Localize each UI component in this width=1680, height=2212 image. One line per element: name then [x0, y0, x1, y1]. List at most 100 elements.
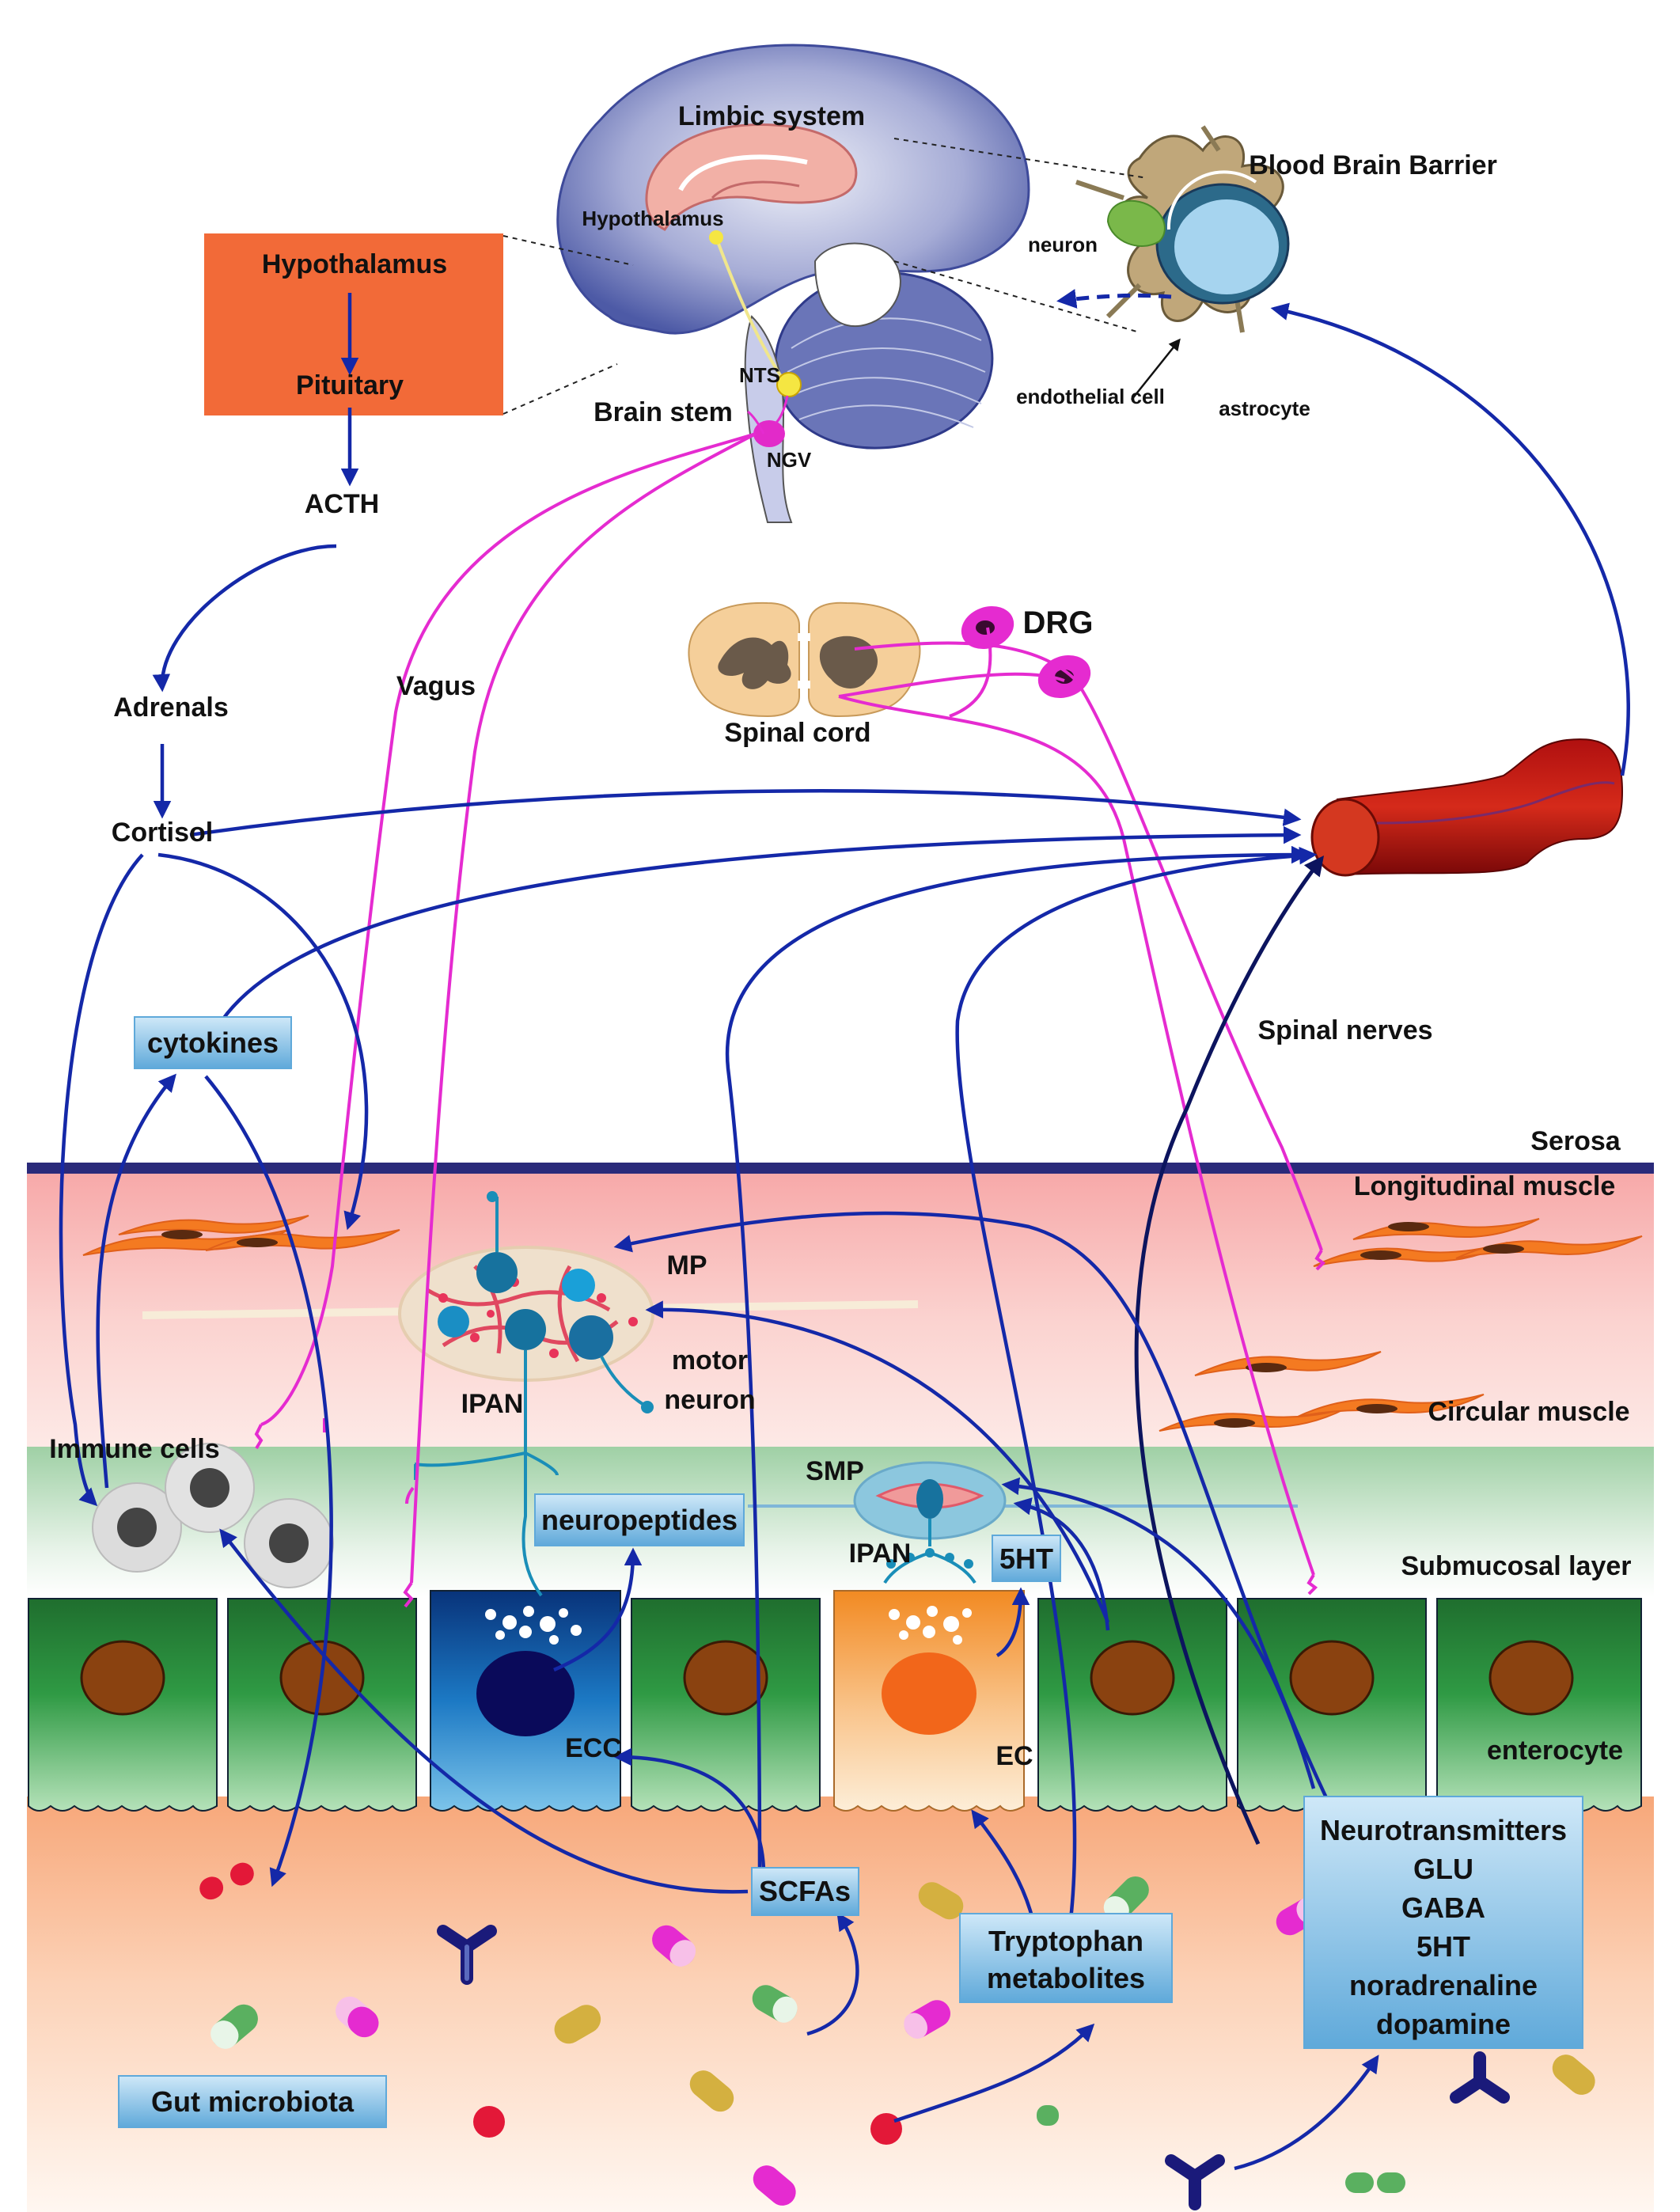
- arrow-tryptophan-smp: [1013, 1497, 1110, 1631]
- neurotransmitters-title: Neurotransmitters: [1320, 1814, 1567, 1846]
- arrow-neurotransmitters-smp: [1001, 1477, 1316, 1789]
- hpa-box: [204, 233, 503, 415]
- bbb-label: Blood Brain Barrier: [1249, 150, 1497, 180]
- hypothalamus-node: [709, 230, 723, 245]
- thalamus-white: [813, 242, 901, 328]
- arrow-cortisol-muscle: [157, 852, 369, 1231]
- neurotransmitters-box: Neurotransmitters GLU GABA 5HT noradrena…: [1303, 1796, 1583, 2049]
- bbb-dashed-arrow: [1056, 289, 1172, 309]
- neurotransmitter-dopamine: dopamine: [1376, 2008, 1511, 2040]
- arrow-cortisol-vessel: [189, 789, 1302, 837]
- muscle-cells: [82, 1215, 1643, 1432]
- neuropeptides-label: neuropeptides: [541, 1504, 738, 1536]
- spinal-nerves: [838, 627, 1326, 1595]
- arrow-scfas-ecc: [613, 1747, 766, 1884]
- vessel-opening: [1310, 798, 1380, 877]
- drg-ganglia: [961, 605, 1091, 699]
- ecc-granules: [485, 1606, 582, 1645]
- gut-microbiota-label: Gut microbiota: [151, 2085, 355, 2118]
- scfas-box: SCFAs: [751, 1867, 859, 1916]
- ecc-nucleus: [476, 1651, 575, 1736]
- astrocyte-process: [1075, 125, 1245, 333]
- motor-label: motor: [672, 1345, 748, 1375]
- neurotransmitter-5ht: 5HT: [1416, 1930, 1470, 1963]
- adrenals-label: Adrenals: [113, 692, 229, 723]
- arrow-cortisol-immune: [59, 853, 144, 1507]
- arrow-scfas-vessel: [725, 845, 1310, 1884]
- ec-nucleus: [882, 1652, 977, 1735]
- ipan-dendrites: [414, 1451, 559, 1597]
- submucosal-layer-label: Submucosal layer: [1401, 1551, 1631, 1581]
- five-ht-label: 5HT: [999, 1542, 1053, 1575]
- submucosal-plexus: [853, 1461, 1007, 1584]
- scfas-label: SCFAs: [759, 1875, 851, 1907]
- nts-node: [776, 372, 802, 397]
- motor-neuron-label: neuron: [664, 1385, 755, 1415]
- arrow-acth-adrenals: [152, 544, 337, 692]
- hypothalamus-brain-label: Hypothalamus: [582, 207, 723, 230]
- immune-cells-label: Immune cells: [49, 1434, 219, 1464]
- muscle-nuclei: [161, 1222, 1524, 1428]
- vagus-label: Vagus: [396, 671, 476, 701]
- bbb-connectors: [893, 138, 1148, 333]
- neurotransmitter-glu: GLU: [1413, 1853, 1473, 1885]
- neurotransmitter-noradrenaline: noradrenaline: [1349, 1969, 1538, 2001]
- ipan-mp-label: IPAN: [461, 1389, 524, 1419]
- epithelium: [28, 1590, 1642, 1812]
- arrow-neurotransmitters-vessel: [1134, 856, 1325, 1846]
- hypothalamus-nts-tract: [715, 237, 785, 381]
- ec-label: EC: [995, 1741, 1033, 1771]
- y-shaped-bacteria: [437, 1925, 1510, 2210]
- gut-bacteria: [199, 1862, 1595, 2206]
- mp-neuron-1: [476, 1252, 518, 1293]
- arrow-immune-cytokines: [96, 1073, 176, 1489]
- cytokines-label: cytokines: [147, 1026, 279, 1059]
- hypothalamus-label: Hypothalamus: [262, 249, 447, 279]
- neurotransmitter-gaba: GABA: [1401, 1891, 1485, 1924]
- arrow-tryptophan-mp: [645, 1300, 1110, 1623]
- ecc-label: ECC: [565, 1733, 622, 1763]
- arrow-tryptophan-vessel: [955, 846, 1318, 1940]
- arrow-bacteria-scfas: [806, 1912, 859, 2036]
- astrocyte-label: astrocyte: [1219, 396, 1310, 420]
- smp-label: SMP: [806, 1456, 864, 1486]
- five-ht-box: 5HT: [992, 1535, 1061, 1582]
- tryptophan-box: Tryptophan metabolites: [959, 1913, 1173, 2003]
- pituitary-label: Pituitary: [296, 370, 404, 400]
- brain-stem-label: Brain stem: [593, 397, 733, 427]
- hpa-connector-bottom: [502, 363, 618, 415]
- brain: [556, 44, 1030, 523]
- neuron-label: neuron: [1028, 233, 1098, 256]
- limbic-system-label: Limbic system: [678, 101, 865, 131]
- enterocyte-label: enterocyte: [1487, 1736, 1623, 1766]
- gut-microbiota-box: Gut microbiota: [118, 2075, 387, 2128]
- mp-label: MP: [667, 1250, 707, 1281]
- spinal-cord: [688, 601, 921, 718]
- blood-brain-barrier: [1075, 125, 1290, 333]
- bbb-lumen: [1174, 199, 1279, 294]
- hpa-connector-top: [502, 235, 634, 266]
- mp-motor-neuron: [569, 1315, 613, 1360]
- circular-muscle-label: Circular muscle: [1428, 1397, 1629, 1427]
- tryptophan-label-2: metabolites: [987, 1962, 1145, 1994]
- myenteric-plexus: [398, 1191, 654, 1453]
- arrow-cytokines-vessel: [220, 825, 1302, 1023]
- tryptophan-label-1: Tryptophan: [988, 1925, 1143, 1957]
- neuron-bbb: [1106, 199, 1166, 247]
- spinal-nerves-label: Spinal nerves: [1257, 1015, 1432, 1045]
- blood-vessel: [1310, 738, 1624, 877]
- spinal-cord-label: Spinal cord: [724, 718, 870, 748]
- endothelial-pointer: [1131, 338, 1181, 400]
- enterocyte-nuclei: [80, 1640, 1574, 1716]
- acth-label: ACTH: [305, 489, 379, 519]
- neuropeptides-box: neuropeptides: [534, 1493, 745, 1546]
- arrow-bacteria-tryptophan: [893, 2023, 1095, 2123]
- longitudinal-muscle-label: Longitudinal muscle: [1354, 1171, 1616, 1201]
- ipan-smp-label: IPAN: [849, 1539, 912, 1569]
- drg-label: DRG: [1023, 605, 1094, 640]
- mp-neuron-2: [562, 1269, 595, 1302]
- arrow-scfas-immune: [219, 1528, 749, 1894]
- mp-ipan-cell: [505, 1309, 546, 1350]
- mp-neuron-3: [438, 1306, 469, 1337]
